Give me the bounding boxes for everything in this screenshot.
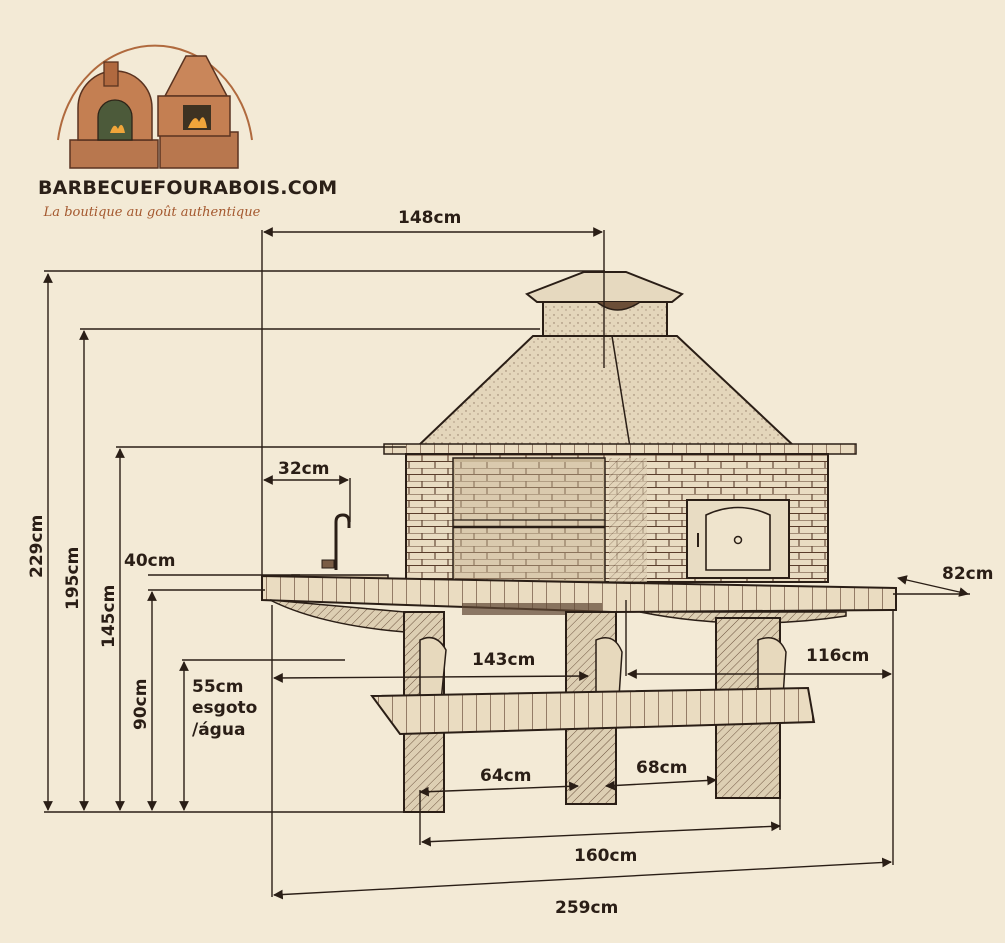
dim-90: 90cm (131, 679, 151, 730)
dim-116: 116cm (806, 646, 869, 666)
chimney (525, 271, 684, 337)
dim-68: 68cm (636, 758, 687, 778)
sink (291, 513, 389, 587)
dim-82: 82cm (942, 564, 993, 584)
dim-40: 40cm (124, 551, 175, 571)
brand-tagline: La boutique au goût authentique (43, 205, 261, 220)
dim-145: 145cm (99, 585, 119, 648)
barbecue-icon (157, 55, 239, 169)
dimension-labels: 148cm 229cm 195cm 145cm 32cm 40cm 90cm 5… (27, 208, 993, 918)
firebox (405, 453, 829, 583)
brand-logo: BARBECUEFOURABOIS.COM La boutique au goû… (38, 44, 337, 220)
dim-64: 64cm (480, 766, 531, 786)
dim-160: 160cm (574, 846, 637, 866)
dim-148: 148cm (398, 208, 461, 228)
oven-icon (69, 61, 159, 169)
dim-143: 143cm (472, 650, 535, 670)
dim-32: 32cm (278, 459, 329, 479)
dim-55: 55cm (192, 677, 243, 697)
dimension-lines (43, 227, 970, 900)
dim-259: 259cm (555, 898, 618, 918)
dim-195: 195cm (63, 547, 83, 610)
countertop (261, 574, 897, 633)
lower-shelf (370, 686, 816, 736)
dim-229: 229cm (27, 515, 47, 578)
hood (383, 335, 857, 455)
dim-drain-label-1: esgoto (192, 698, 257, 718)
brand-name: BARBECUEFOURABOIS.COM (38, 177, 337, 199)
dim-drain-label-2: /água (192, 720, 245, 740)
